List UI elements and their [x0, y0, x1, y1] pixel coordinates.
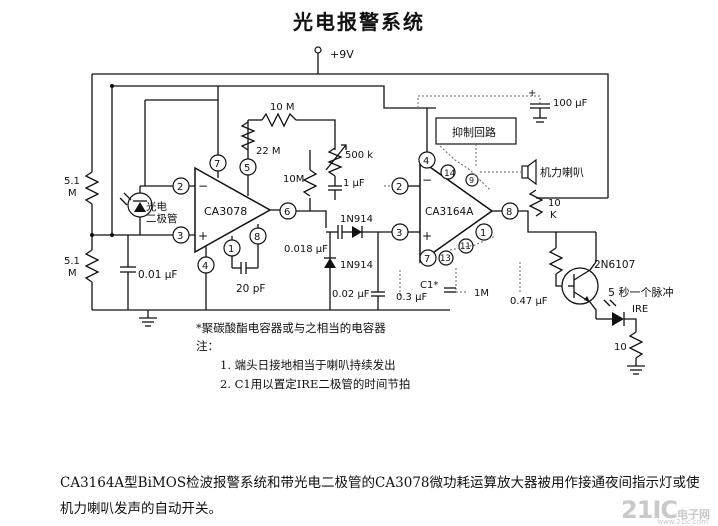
c002-label: 0.02 μF: [332, 289, 370, 300]
op2-pin-11: 11: [460, 242, 471, 252]
circuit-schematic: +9V 5.1 M 5.1 M: [64, 46, 674, 375]
c047-label: 0.47 μF: [510, 296, 548, 307]
r51-bottom-label: 5.1 M: [64, 256, 83, 279]
opamp2-plus: +: [422, 229, 432, 243]
pulse-label: 5 秒一个脉冲: [608, 285, 674, 299]
r51-bottom-line2: M: [68, 268, 77, 279]
op1-pin-5: 5: [244, 163, 250, 174]
r22m-label: 22 M: [256, 146, 281, 157]
speaker-icon: 机力喇叭: [521, 158, 584, 186]
c001-label: 0.01 μF: [138, 269, 177, 281]
r1m-label: 1M: [474, 288, 489, 299]
capacitor-0-01uf: 0.01 μF: [120, 235, 177, 310]
opamp1-name: CA3078: [204, 205, 247, 218]
c100-label: 100 μF: [553, 98, 588, 109]
r51-top-label: 5.1 M: [64, 176, 83, 199]
watermark-sub: 电子网: [677, 508, 710, 521]
note-heading: 注：: [196, 339, 219, 353]
watermark-main: 21IC: [621, 496, 678, 524]
watermark-url: www.21ic.com: [657, 518, 708, 526]
watermark-logo: 21IC电子网: [621, 496, 710, 524]
opamp2-name: CA3164A: [425, 206, 474, 218]
op1-pin-4: 4: [202, 261, 208, 272]
c03-label: 0.3 μF: [396, 292, 427, 303]
op2-pin-2: 2: [396, 182, 402, 193]
transistor-2n6107: 2N6107: [561, 259, 635, 305]
pot500k-label: 500 k: [345, 150, 373, 161]
op2-pin-14: 14: [444, 169, 456, 179]
inhibit-label: 抑制回路: [452, 125, 496, 139]
r10k-line2: K: [550, 210, 557, 221]
opamp1-minus: −: [198, 179, 208, 193]
r10m-top-label: 10 M: [270, 102, 295, 113]
q1-label: 2N6107: [594, 259, 635, 271]
note-polycarbonate: *聚碳酸酯电容器或与之相当的电容器: [196, 321, 386, 335]
note-item-1: 1. 端头日接地相当于喇叭持续发出: [220, 358, 396, 372]
page-title: 光电报警系统: [293, 10, 425, 34]
positive-rail: [92, 73, 609, 198]
d1-label: 1N914: [340, 214, 373, 225]
op2-pin-3: 3: [396, 228, 402, 239]
speaker-label: 机力喇叭: [540, 165, 584, 179]
c0018-label: 0.018 μF: [284, 244, 328, 255]
supply-label: +9V: [330, 48, 354, 61]
photodiode-line2: 二极管: [146, 212, 178, 225]
c100-plus: +: [528, 88, 536, 99]
r10k-label: 10 K: [548, 198, 564, 221]
opamp-ca3078: CA3078 − + 2 3 7 5 6 4 1 8: [172, 154, 297, 310]
supply-terminal: +9V: [314, 46, 354, 74]
op2-pin-9: 9: [469, 176, 474, 185]
photodiode: 光电 二极管: [119, 186, 178, 235]
opamp2-minus: −: [422, 173, 432, 187]
c20pf-label: 20 pF: [236, 283, 265, 295]
op2-pin-8: 8: [506, 207, 512, 218]
c1uf-label: 1 μF: [343, 178, 365, 189]
r51-top-line1: 5.1: [64, 176, 80, 187]
r51-top-line2: M: [68, 188, 77, 199]
opamp1-plus: +: [198, 229, 208, 243]
figure-caption: CA3164A型BiMOS检波报警系统和带光电二极管的CA3078微功耗运算放大…: [60, 475, 700, 517]
r10-label: 10: [614, 342, 627, 353]
r10m-mid-label: 10M: [283, 174, 304, 185]
photodiode-label: 光电 二极管: [146, 200, 178, 225]
op1-pin-3: 3: [177, 231, 183, 242]
led-ire: IRE: [595, 299, 648, 332]
op1-pin-1: 1: [228, 244, 234, 255]
d2-label: 1N914: [340, 260, 373, 271]
op2-pin-1: 1: [480, 228, 486, 239]
inhibit-box: [435, 117, 517, 145]
op2-pin-7: 7: [424, 254, 430, 265]
op1-pin-6: 6: [284, 207, 290, 218]
op1-pin-2: 2: [177, 182, 183, 193]
ground-symbol: [139, 310, 157, 327]
op1-pin-8: 8: [254, 232, 260, 243]
ire-label: IRE: [632, 304, 648, 315]
op2-pin-4: 4: [423, 156, 429, 167]
r10k-line1: 10: [548, 198, 561, 209]
op2-pin-13: 13: [440, 254, 451, 264]
c1-label: C1*: [420, 280, 438, 291]
note-item-2: 2. C1用以置定IRE二极管的时间节拍: [220, 377, 411, 391]
photodiode-line1: 光电: [146, 200, 167, 213]
r51-bottom-line1: 5.1: [64, 256, 80, 267]
opamp-ca3164a: CA3164A − + 2 4 14 1 8 7 13 11 9: [384, 108, 519, 267]
op1-pin-7: 7: [214, 159, 220, 170]
